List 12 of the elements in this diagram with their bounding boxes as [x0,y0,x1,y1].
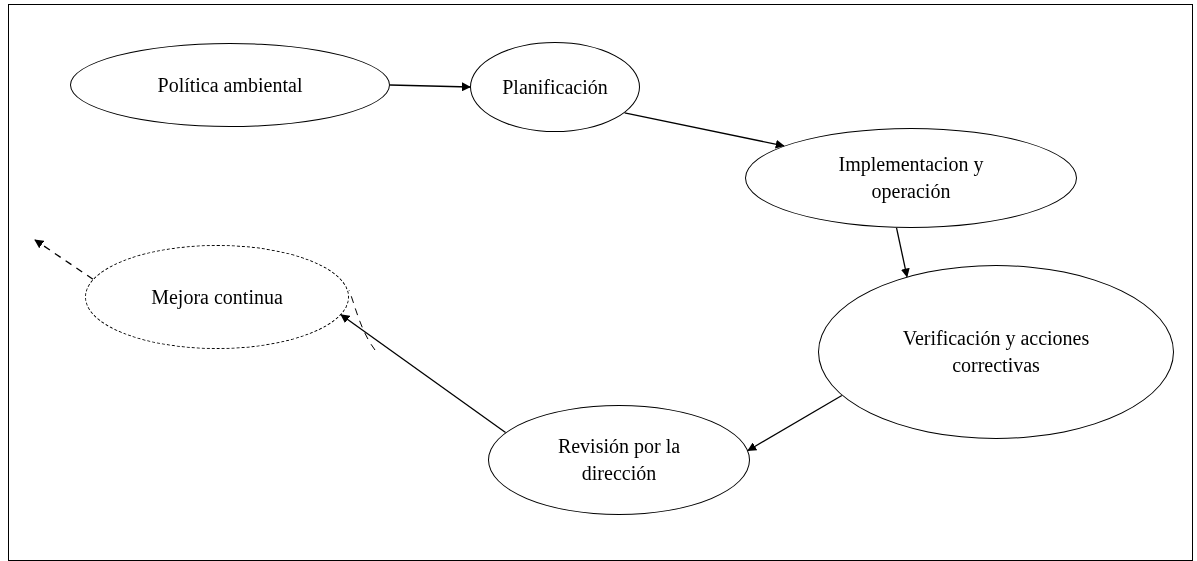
arrow [389,82,471,92]
arrow [34,239,94,280]
arrow [340,314,507,434]
node-label: Implementacion y operación [837,152,985,205]
node-label: Mejora continua [150,284,284,311]
arrow [747,394,843,452]
node-label: Planificación [501,74,609,100]
arrow [895,227,910,278]
node-label: Verificación y acciones correctivas [901,326,1091,378]
node-label: Revisión por la dirección [556,434,682,486]
node-label: Política ambiental [156,72,304,98]
arrow [624,112,785,149]
